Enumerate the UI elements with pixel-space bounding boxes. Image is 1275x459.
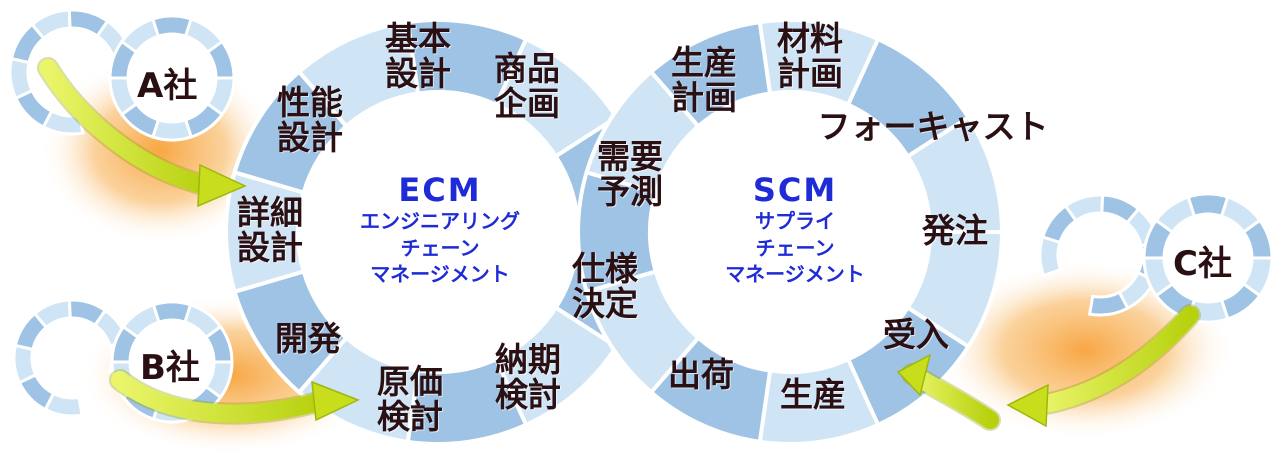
ecm-hub-title: ECM エンジニアリング チェーン マネージメント: [340, 171, 540, 287]
step-ukeire: 受入: [883, 315, 949, 354]
scm-acronym: SCM: [752, 171, 838, 209]
scm-line-1: サプライ: [755, 209, 835, 234]
step-noki-kento: 納期 検討: [495, 340, 561, 414]
step-kihon-sekkei: 基本 設計: [385, 19, 451, 93]
arrow-c-out-head: [1006, 383, 1049, 428]
ecm-hub: [298, 92, 578, 372]
arrow-c-in-head: [896, 353, 932, 397]
arrow-b-shaft: [111, 371, 327, 423]
company-a-ring-left-segment: [8, 56, 35, 101]
arrow-layer: [37, 57, 1201, 431]
company-c-ring-right-segment: [1241, 218, 1274, 260]
ecm-line-1: エンジニアリング: [360, 209, 520, 234]
step-shosai-sekkei: 詳細 設計: [237, 193, 303, 267]
step-forecast: フォーキャスト: [817, 107, 1049, 146]
company-a-ring-right: [108, 14, 236, 142]
ecm-line-3: マネージメント: [370, 261, 510, 286]
arrow-c-out-shaft: [1031, 306, 1199, 414]
scm-hub-title: SCM サプライ チェーン マネージメント: [695, 171, 895, 287]
arrow-a-head: [197, 163, 247, 208]
company-b-center: [131, 321, 213, 403]
step-hatchu: 発注: [922, 211, 988, 250]
company-b-ring-right-segment: [203, 324, 234, 364]
step-zairyo-keikaku: 材料 計画: [777, 19, 843, 93]
ecm-line-2: チェーン: [400, 235, 480, 260]
arrow-a-shaft: [39, 59, 214, 194]
company-c-label: C社: [1173, 244, 1232, 284]
company-c-ring-left-segment: [1087, 290, 1130, 317]
company-b-ring-left-segment: [12, 343, 38, 385]
step-shohin-kikaku: 商品 企画: [494, 49, 560, 123]
company-c-ring-right: [1142, 192, 1274, 324]
company-c-center: [1165, 215, 1251, 301]
step-seisan: 生産: [780, 375, 846, 414]
step-juyo-yosoku: 需要 予測: [597, 137, 663, 211]
company-b-label: B社: [140, 348, 200, 388]
company-a-label: A社: [137, 66, 198, 106]
step-shukka: 出荷: [668, 355, 734, 394]
step-genka-kento: 原価 検討: [377, 362, 443, 436]
step-shiyo-kettei: 仕様 決定: [572, 249, 638, 323]
scm-hub: [650, 92, 930, 372]
company-a-center: [129, 35, 215, 121]
ecm-acronym: ECM: [398, 171, 482, 209]
scm-line-3: マネージメント: [725, 261, 865, 286]
ring-segment-layer: [8, 8, 1274, 446]
glow-c: [935, 260, 1235, 440]
company-a-ring-right-segment: [205, 39, 236, 80]
step-seino-sekkei: 性能 設計: [277, 83, 343, 157]
step-kaihatsu: 開発: [275, 319, 341, 358]
arrow-b-head: [311, 380, 360, 422]
step-seisan-keikaku: 生産 計画: [671, 43, 737, 117]
scm-line-2: チェーン: [755, 235, 835, 260]
